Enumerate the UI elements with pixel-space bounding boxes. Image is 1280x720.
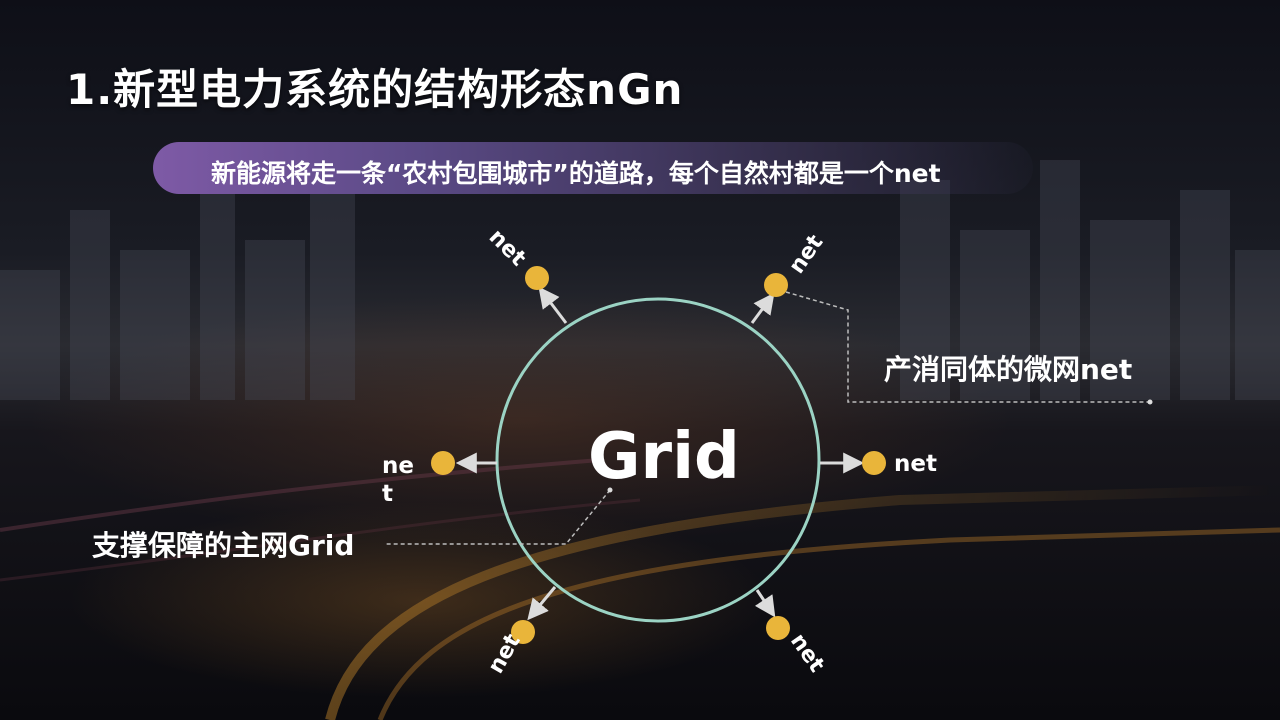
banner-text: 新能源将走一条“农村包围城市”的道路，每个自然村都是一个net xyxy=(211,159,941,188)
callout-dot-main-start xyxy=(607,487,613,493)
net-label-right: net xyxy=(894,451,937,477)
net-label-top-left: net xyxy=(484,225,531,272)
net-label-bottom-right: net xyxy=(785,629,829,677)
callout-microgrid: 产消同体的微网net xyxy=(884,353,1133,386)
arrow-bottom-left xyxy=(527,586,557,621)
grid-ring xyxy=(495,297,821,623)
net-label-left: net xyxy=(382,453,414,507)
arrow-bottom-right xyxy=(754,589,776,618)
grid-label: Grid xyxy=(588,420,740,494)
callout-line-main xyxy=(386,489,611,545)
page-title: 1.新型电力系统的结构形态nGn xyxy=(66,65,684,114)
city-skyline xyxy=(0,160,1280,400)
arrow-top-left xyxy=(538,286,568,324)
net-label-top-right: net xyxy=(784,230,828,278)
net-node-left xyxy=(431,451,455,475)
net-node-bottom-left xyxy=(511,620,535,644)
net-node-top-left xyxy=(525,266,549,290)
callout-main-grid: 支撑保障的主网Grid xyxy=(92,529,355,562)
callout-dot-micro-end xyxy=(1147,399,1153,405)
net-node-right xyxy=(862,451,886,475)
light-trail-road xyxy=(0,458,1280,720)
net-node-top-right xyxy=(764,273,788,297)
subtitle-banner: 新能源将走一条“农村包围城市”的道路，每个自然村都是一个net xyxy=(153,142,1033,194)
net-node-bottom-right xyxy=(766,616,790,640)
arrow-top-right xyxy=(750,292,775,324)
